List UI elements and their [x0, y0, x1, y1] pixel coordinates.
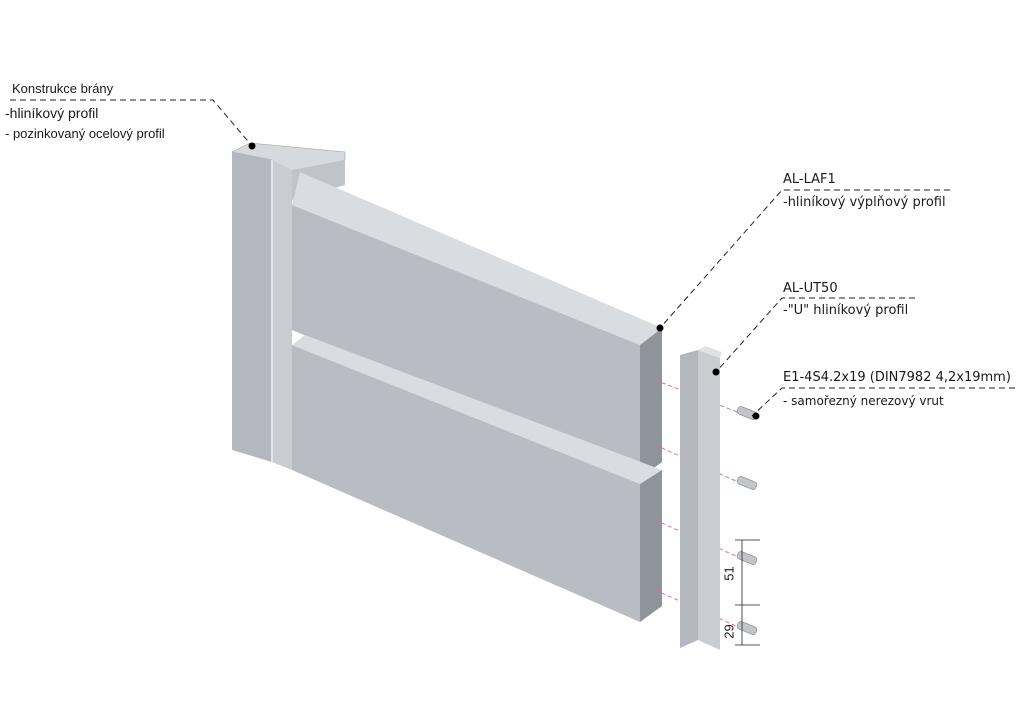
- upper-fill-profile: [292, 172, 662, 478]
- dimension-lines: [735, 539, 760, 646]
- gate-label-line2: - pozinkovaný ocelový profil: [5, 126, 165, 141]
- screw-label-title: E1-4S4.2x19 (DIN7982 4,2x19mm): [783, 370, 1011, 385]
- dimension-spacing: 51: [721, 566, 737, 581]
- gate-label-title: Konstrukce brány: [12, 81, 114, 96]
- ut-label-desc: -"U" hliníkový profil: [783, 303, 909, 318]
- laf-label-title: AL-LAF1: [783, 172, 836, 187]
- u-profile: [680, 346, 722, 650]
- lower-fill-profile: [292, 335, 662, 622]
- gate-post: [231, 142, 346, 470]
- dimension-edge: 29: [721, 624, 737, 639]
- ut-label-title: AL-UT50: [783, 281, 838, 296]
- laf-label-desc: -hliníkový výplňový profil: [783, 195, 946, 210]
- gate-label-line1: -hliníkový profil: [5, 105, 99, 121]
- leader-dots: [248, 142, 760, 420]
- screws: [736, 406, 758, 635]
- leader-lines: [10, 99, 1015, 417]
- screw-label-desc: - samořezný nerezový vrut: [783, 394, 944, 408]
